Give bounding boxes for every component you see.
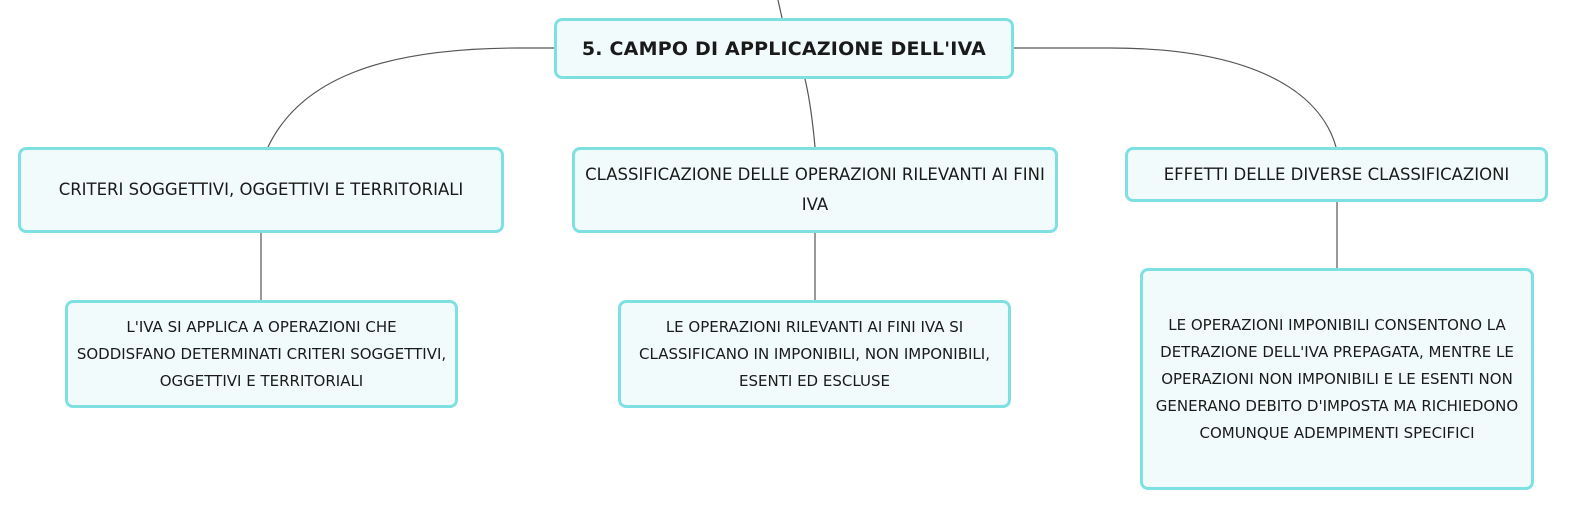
connector-incoming (777, 0, 783, 19)
detail-classificazione[interactable]: LE OPERAZIONI RILEVANTI AI FINI IVA SI C… (618, 300, 1011, 408)
topic-effetti[interactable]: EFFETTI DELLE DIVERSE CLASSIFICAZIONI (1125, 147, 1548, 202)
detail-classificazione-label: LE OPERAZIONI RILEVANTI AI FINI IVA SI C… (639, 317, 990, 390)
topic-criteri-label: CRITERI SOGGETTIVI, OGGETTIVI E TERRITOR… (58, 180, 464, 199)
topic-effetti-label: EFFETTI DELLE DIVERSE CLASSIFICAZIONI (1163, 164, 1510, 184)
detail-effetti-label: LE OPERAZIONI IMPONIBILI CONSENTONO LA D… (1155, 315, 1519, 442)
root-topic-label: 5. CAMPO DI APPLICAZIONE DELL'IVA (581, 37, 987, 60)
detail-effetti[interactable]: LE OPERAZIONI IMPONIBILI CONSENTONO LA D… (1140, 268, 1534, 490)
connector-root-to-classificazione (804, 78, 816, 148)
root-topic[interactable]: 5. CAMPO DI APPLICAZIONE DELL'IVA (554, 18, 1014, 79)
topic-classificazione-label: CLASSIFICAZIONE DELLE OPERAZIONI RILEVAN… (585, 165, 1045, 214)
detail-criteri-label: L'IVA SI APPLICA A OPERAZIONI CHE SODDIS… (76, 317, 447, 390)
detail-criteri[interactable]: L'IVA SI APPLICA A OPERAZIONI CHE SODDIS… (65, 300, 458, 408)
topic-classificazione[interactable]: CLASSIFICAZIONE DELLE OPERAZIONI RILEVAN… (572, 147, 1058, 233)
connector-root-to-effetti (1014, 47, 1337, 148)
connector-root-to-criteri (267, 47, 554, 148)
topic-criteri[interactable]: CRITERI SOGGETTIVI, OGGETTIVI E TERRITOR… (18, 147, 504, 233)
